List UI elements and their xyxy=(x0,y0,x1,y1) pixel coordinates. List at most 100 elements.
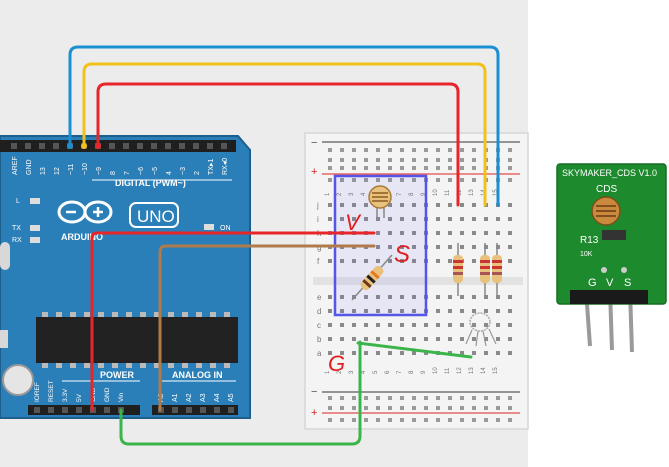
column-number: 9 xyxy=(421,370,427,374)
wire-red-top[interactable] xyxy=(96,82,460,207)
power-header xyxy=(28,405,140,415)
rgb-led-icon[interactable] xyxy=(465,312,497,347)
resistor-3[interactable] xyxy=(492,243,502,296)
module-pin-label-g: G xyxy=(588,277,597,289)
wires xyxy=(67,45,500,446)
power-header-pin[interactable] xyxy=(34,407,40,413)
power-pin-label: Vin xyxy=(118,392,125,402)
uno-model-text: UNO xyxy=(137,207,175,226)
column-number: 13 xyxy=(469,189,475,196)
digital-pin-label: TX▸1 xyxy=(208,159,215,175)
column-number: 15 xyxy=(493,189,499,196)
module-resistor-smd xyxy=(602,230,626,240)
header-pin[interactable] xyxy=(137,143,143,149)
power-header-pin[interactable] xyxy=(104,407,110,413)
analog-header-pin[interactable] xyxy=(186,407,192,413)
header-pin[interactable] xyxy=(123,143,129,149)
led-on-label: ON xyxy=(220,225,231,232)
digital-header-pins xyxy=(11,143,227,149)
header-pin[interactable] xyxy=(39,143,45,149)
sensor-module-cds-label: CDS xyxy=(596,184,617,195)
digital-pin-label: ~5 xyxy=(152,167,159,175)
wire-green-breadboard[interactable] xyxy=(356,341,473,359)
header-pin[interactable] xyxy=(11,143,17,149)
sensor-module-title: SKYMAKER_CDS V1.0 xyxy=(562,168,657,178)
row-letter: i xyxy=(317,215,319,224)
column-number: 11 xyxy=(445,367,451,374)
header-pin[interactable] xyxy=(53,143,59,149)
column-number: 4 xyxy=(361,370,367,374)
header-pin[interactable] xyxy=(207,143,213,149)
photoresistor-icon[interactable] xyxy=(368,185,392,218)
led-l-icon xyxy=(30,198,40,204)
annotation-g: G xyxy=(328,351,345,376)
analog-header-pin[interactable] xyxy=(172,407,178,413)
column-number: 14 xyxy=(481,367,487,374)
resistor-2[interactable] xyxy=(480,243,490,296)
wire-yellow[interactable] xyxy=(82,62,487,207)
digital-pin-label: RX◂0 xyxy=(222,158,229,175)
arduino-logo-icon xyxy=(57,200,113,224)
led-rx-label: RX xyxy=(12,237,22,244)
led-tx-label: TX xyxy=(12,225,21,232)
analog-header-pin[interactable] xyxy=(228,407,234,413)
header-pin[interactable] xyxy=(25,143,31,149)
power-header-pin[interactable] xyxy=(48,407,54,413)
wire-green-gnd[interactable] xyxy=(119,340,362,446)
digital-pin-label: 12 xyxy=(54,167,61,175)
power-pin-label: GND xyxy=(104,387,111,402)
digital-pin-label: ~6 xyxy=(138,167,145,175)
column-number: 1 xyxy=(325,370,331,374)
wire-red-5v[interactable] xyxy=(90,231,376,412)
digital-pin-label: ~3 xyxy=(180,167,187,175)
resistor-1[interactable] xyxy=(453,243,463,296)
sensor-module-photo: SKYMAKER_CDS V1.0 CDS R13 10K G V S xyxy=(556,163,667,353)
column-number: 9 xyxy=(421,192,427,196)
digital-pin-label: 4 xyxy=(166,171,173,175)
pulldown-resistor[interactable] xyxy=(351,254,393,301)
module-resistor-code: R13 xyxy=(580,235,599,246)
wire-blue[interactable] xyxy=(68,45,500,207)
column-number: 12 xyxy=(457,367,463,374)
column-number: 3 xyxy=(349,370,355,374)
column-number: 8 xyxy=(409,370,415,374)
row-letter: j xyxy=(316,201,319,210)
breadboard[interactable]: − + − + jihgfedcba1122334455667788991010… xyxy=(304,132,529,430)
power-header-pin[interactable] xyxy=(76,407,82,413)
power-header-pin[interactable] xyxy=(62,407,68,413)
header-pin[interactable] xyxy=(109,143,115,149)
header-pin[interactable] xyxy=(151,143,157,149)
column-number: 3 xyxy=(349,192,355,196)
column-number: 4 xyxy=(361,192,367,196)
digital-pin-label: 7 xyxy=(124,171,131,175)
arduino-brand-text: ARDUINO xyxy=(61,232,103,242)
analog-header-pin[interactable] xyxy=(214,407,220,413)
power-pin-label: IOREF xyxy=(34,382,41,402)
analog-header-pin[interactable] xyxy=(200,407,206,413)
header-pin[interactable] xyxy=(193,143,199,149)
column-number: 15 xyxy=(493,367,499,374)
column-number: 7 xyxy=(397,370,403,374)
column-number: 8 xyxy=(409,192,415,196)
column-number: 10 xyxy=(433,189,439,196)
header-pin[interactable] xyxy=(165,143,171,149)
uno-badge xyxy=(129,202,179,228)
column-number: 11 xyxy=(445,189,451,196)
row-letter: e xyxy=(317,293,322,302)
resistor-group[interactable] xyxy=(453,243,502,296)
power-pin-label: RESET xyxy=(48,380,55,402)
analog-section-label: ANALOG IN xyxy=(172,370,223,380)
digital-pin-label: ~9 xyxy=(96,167,103,175)
wire-brown-a0[interactable] xyxy=(158,244,376,412)
column-number: 5 xyxy=(373,370,379,374)
analog-pin-label: A2 xyxy=(186,393,193,402)
header-pin[interactable] xyxy=(179,143,185,149)
digital-pin-label: ~11 xyxy=(68,164,75,175)
power-pin-label: 5V xyxy=(76,393,83,402)
column-number: 10 xyxy=(433,367,439,374)
power-section-label: POWER xyxy=(100,370,135,380)
header-pin[interactable] xyxy=(221,143,227,149)
